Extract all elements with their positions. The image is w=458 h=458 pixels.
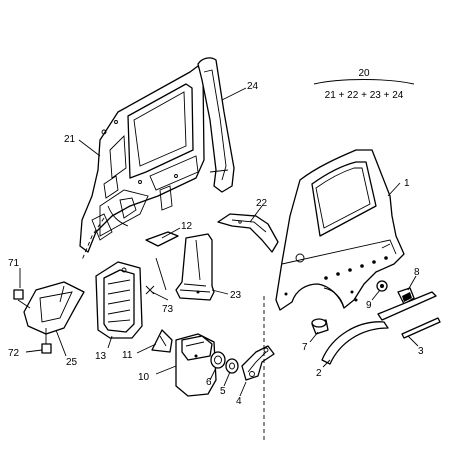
callout-10: 10	[138, 372, 150, 383]
part-21-inner-panel	[79, 65, 205, 253]
callout-13: 13	[95, 351, 107, 362]
callout-24: 24	[247, 81, 259, 92]
callout-72: 72	[8, 348, 20, 359]
assembly-formula: 20 21 + 22 + 23 + 24	[313, 68, 415, 101]
callout-9: 9	[366, 300, 372, 311]
callout-3: 3	[418, 346, 424, 357]
callout-7: 7	[302, 342, 308, 353]
part-71-square-clip	[13, 289, 24, 300]
part-22-wheelhouse-bracket	[217, 213, 279, 253]
part-25-splash-shield	[23, 281, 85, 335]
callout-71: 71	[8, 258, 20, 269]
callout-2: 2	[316, 368, 322, 379]
callout-73: 73	[162, 304, 174, 315]
assembly-formula-text: 21 + 22 + 23 + 24	[325, 90, 404, 101]
part-5-grommet	[225, 358, 239, 374]
part-11-clip	[151, 329, 173, 353]
callout-25: 25	[66, 357, 78, 368]
part-9-nut	[376, 280, 388, 292]
part-6-ring	[210, 351, 226, 369]
callout-22: 22	[256, 198, 268, 209]
part-1-outer-panel	[275, 149, 405, 311]
part-10-fuel-door	[175, 333, 217, 397]
callout-4: 4	[236, 396, 242, 407]
callout-11: 11	[122, 350, 133, 361]
leader-lines	[17, 87, 419, 440]
callout-5: 5	[220, 386, 226, 397]
part-12-plate	[145, 231, 179, 247]
callout-21: 21	[64, 134, 76, 145]
assembly-number: 20	[358, 68, 370, 79]
callout-labels: 1 2 3 4 5 6 7 8 9 10 11 12 13 21 22 23 2…	[8, 81, 424, 407]
callout-1: 1	[404, 178, 410, 189]
part-8-clip	[397, 287, 415, 305]
part-24-pillar	[197, 57, 235, 193]
part-4-actuator	[241, 345, 275, 381]
part-2-arch-molding	[321, 321, 389, 365]
part-23-bracket	[175, 233, 215, 301]
callout-8: 8	[414, 267, 420, 278]
callout-12: 12	[181, 221, 193, 232]
part-3-rocker-strip	[377, 291, 441, 339]
callout-23: 23	[230, 290, 242, 301]
part-72-square-clip	[41, 343, 52, 354]
part-7-plug	[311, 318, 329, 335]
callout-6: 6	[206, 377, 212, 388]
part-13-vent-grille	[95, 261, 143, 339]
formula-brace	[313, 79, 415, 85]
